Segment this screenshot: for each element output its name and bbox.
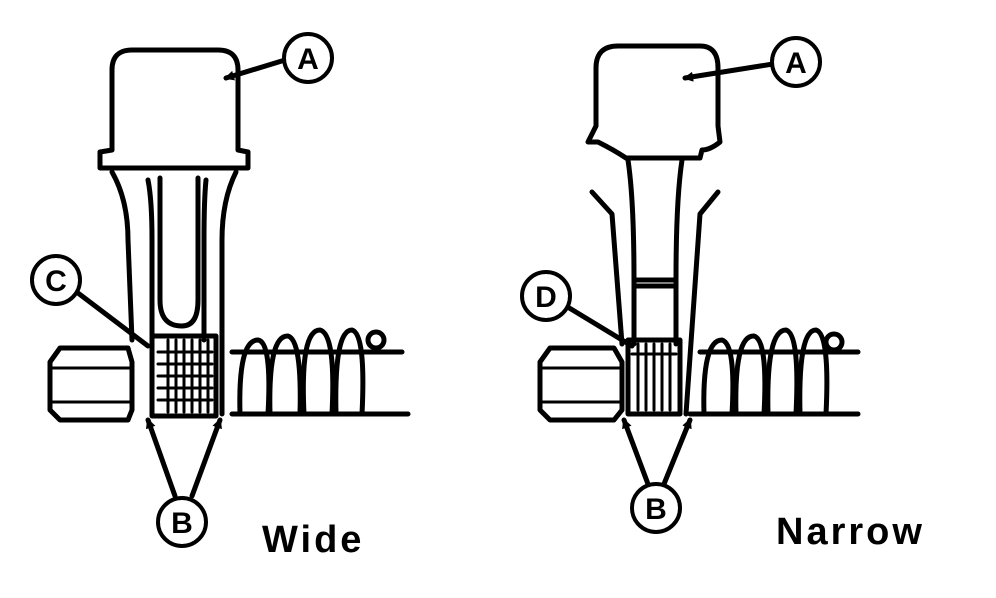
wide-knurled-shaft	[149, 333, 219, 419]
narrow-left-prong	[589, 189, 625, 347]
narrow-hex-nut	[537, 345, 625, 423]
narrow-callout-d	[520, 270, 572, 322]
wide-callout-b-label: B	[171, 507, 193, 540]
wide-callout-c	[30, 254, 82, 306]
narrow-callout-a	[770, 36, 822, 88]
wide-caption: Wide	[262, 519, 364, 561]
narrow-callout-b-label: B	[645, 493, 667, 526]
narrow-caption: Narrow	[776, 511, 925, 553]
wide-tool-body	[97, 47, 251, 171]
narrow-callout-b	[630, 482, 682, 534]
narrow-knurled-shaft	[625, 337, 683, 417]
wide-hex-nut	[47, 345, 135, 423]
wide-callout-c-label: C	[45, 265, 67, 298]
narrow-callout-a-label: A	[785, 47, 807, 80]
wide-threaded-rod	[229, 349, 411, 417]
wide-callout-a-label: A	[297, 43, 319, 76]
narrow-threaded-rod	[687, 349, 861, 417]
wide-right-prong	[219, 169, 239, 417]
narrow-right-prong	[683, 189, 721, 417]
wide-callout-a	[282, 32, 334, 84]
panel-wide: A C B Wide	[30, 32, 411, 561]
wide-left-prong	[109, 169, 135, 343]
narrow-tool-body	[585, 43, 723, 161]
panel-narrow: A D B Narrow	[520, 36, 925, 553]
wide-callout-b	[156, 496, 208, 548]
narrow-callout-d-label: D	[535, 281, 557, 314]
